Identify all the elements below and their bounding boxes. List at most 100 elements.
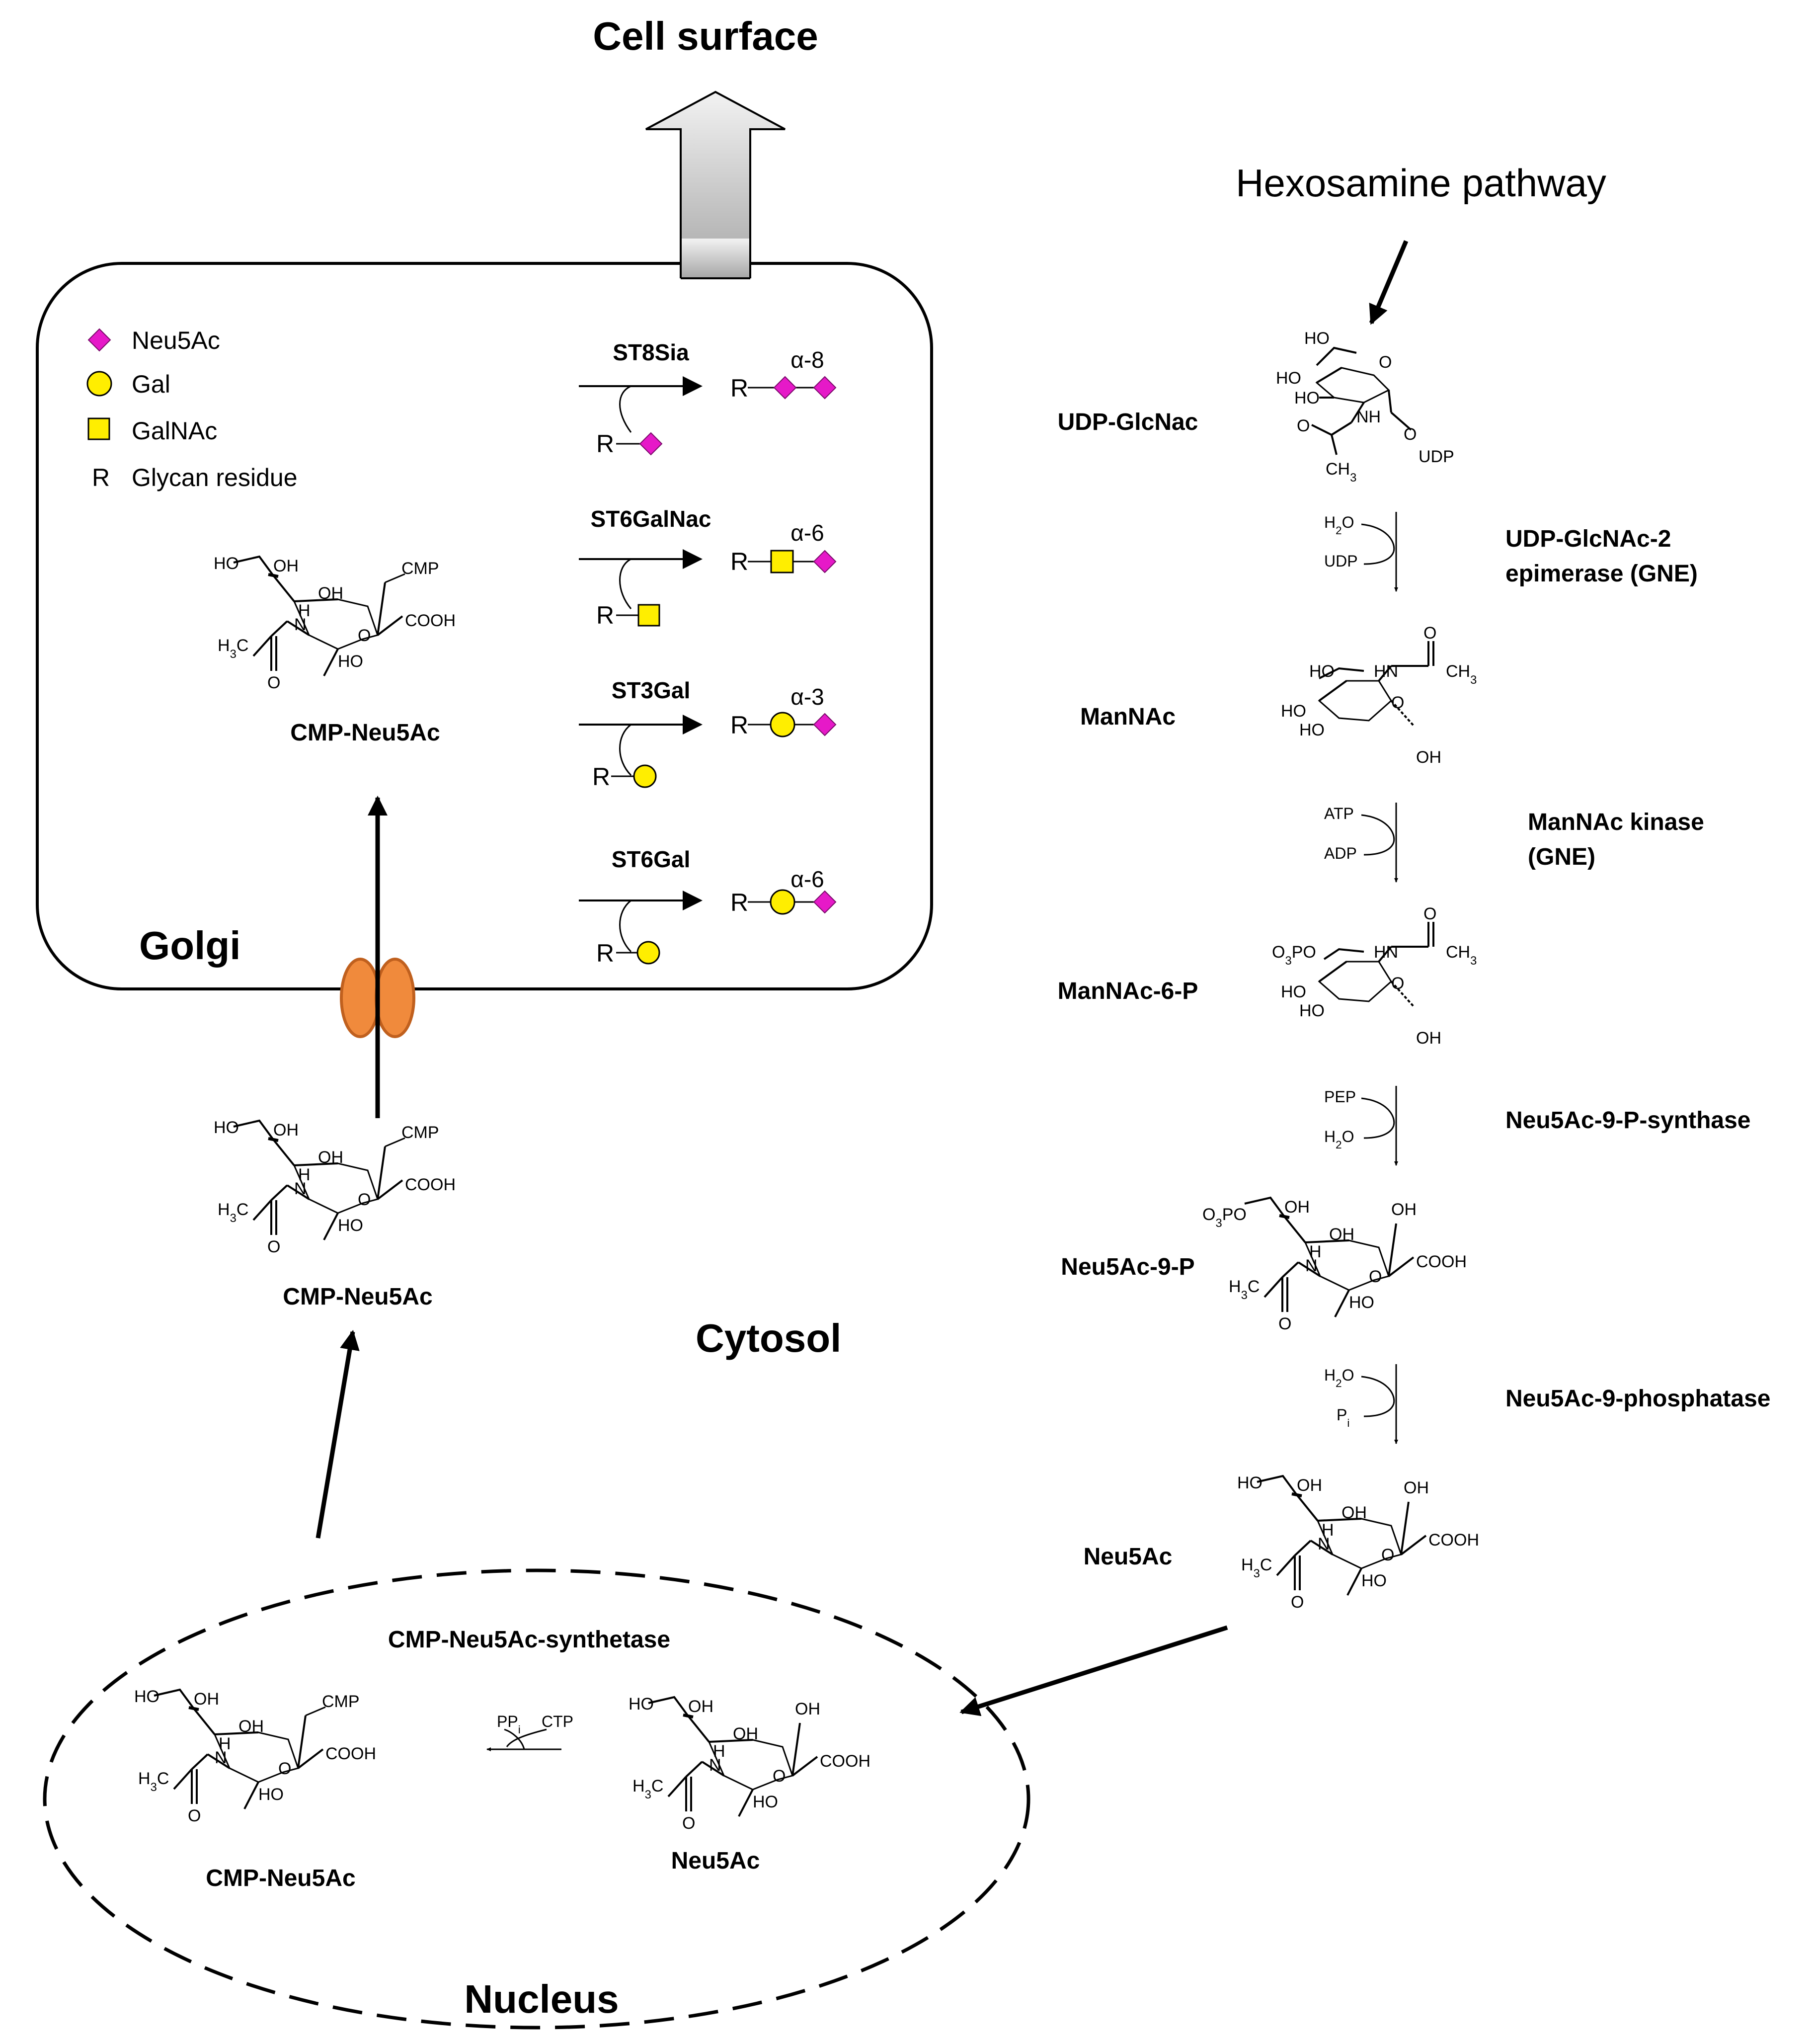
svg-text:HO: HO [338, 1216, 363, 1235]
svg-text:OH: OH [1329, 1225, 1354, 1244]
mannac-structure: HO HO HO HN O OH O CH3 [1281, 624, 1477, 767]
cofactor-out: H2O [1324, 1128, 1354, 1151]
svg-text:O: O [267, 1237, 280, 1256]
legend: Neu5Ac Gal GalNAc R Glycan residue [86, 327, 298, 491]
cofactor-out: UDP [1324, 552, 1358, 570]
enzyme-label: Neu5Ac-9-phosphatase [1505, 1386, 1770, 1412]
svg-text:OH: OH [273, 557, 299, 575]
svg-text:O: O [358, 1190, 371, 1209]
enzyme-label: (GNE) [1528, 844, 1595, 870]
legend-r-symbol: R [92, 464, 110, 491]
svg-text:N: N [215, 1748, 227, 1767]
cofactor-in: H2O [1324, 513, 1354, 537]
svg-text:CH3: CH3 [1446, 662, 1477, 687]
svg-text:O: O [278, 1759, 291, 1778]
linkage-label: α-3 [790, 684, 824, 710]
svg-text:NH: NH [1356, 408, 1381, 426]
enzyme-label: ST6Gal [612, 846, 691, 872]
cofactor-out: PPi [497, 1713, 521, 1736]
svg-text:HN: HN [1374, 662, 1398, 681]
cell-surface-arrow [645, 90, 786, 279]
svg-text:COOH: COOH [1416, 1252, 1467, 1271]
cofactor-in: ATP [1324, 805, 1354, 822]
st3gal-reaction: ST3Gal R R α-3 [579, 677, 837, 791]
acceptor-label: R [596, 430, 614, 458]
svg-text:CMP: CMP [322, 1692, 360, 1711]
svg-text:O: O [1391, 974, 1404, 993]
svg-text:HO: HO [338, 652, 363, 671]
svg-text:O: O [1369, 1267, 1382, 1286]
svg-text:H3C: H3C [632, 1777, 663, 1801]
svg-text:OH: OH [1416, 748, 1441, 767]
cofactor-in: H2O [1324, 1366, 1354, 1390]
cytosol-label: Cytosol [696, 1316, 841, 1360]
svg-text:CMP: CMP [401, 559, 439, 578]
pathway-step-phosphatase: H2O Pi Neu5Ac-9-phosphatase [1324, 1364, 1770, 1444]
compound-label: ManNAc-6-P [1058, 978, 1198, 1004]
svg-text:OH: OH [1391, 1200, 1417, 1219]
product-label: R [730, 711, 748, 739]
svg-text:OH: OH [194, 1690, 219, 1709]
svg-text:H: H [298, 601, 311, 620]
svg-text:O: O [1379, 353, 1392, 372]
export-from-nucleus-arrow [316, 1330, 360, 1539]
svg-text:O: O [1404, 425, 1417, 444]
nucleus-envelope [43, 1568, 1030, 2030]
svg-text:N: N [709, 1756, 721, 1775]
svg-text:H3C: H3C [1241, 1555, 1272, 1580]
compound-label: Neu5Ac-9-P [1061, 1254, 1194, 1280]
svg-text:HO: HO [1361, 1571, 1387, 1590]
svg-text:OH: OH [318, 1148, 343, 1167]
pathway-step-kinase: ATP ADP ManNAc kinase (GNE) [1324, 803, 1704, 883]
enzyme-label: UDP-GlcNAc-2 [1505, 526, 1671, 552]
svg-text:O: O [1391, 693, 1404, 712]
svg-text:O: O [1423, 904, 1436, 923]
cytosol-cmp-neu5ac-label: CMP-Neu5Ac [283, 1284, 432, 1310]
svg-text:COOH: COOH [405, 611, 456, 630]
svg-text:N: N [1305, 1256, 1318, 1275]
udp-glcnac-structure: HO HO HO NH O O UDP O CH3 [1276, 329, 1454, 485]
legend-label: GalNAc [132, 417, 217, 445]
svg-text:HO: HO [214, 1118, 239, 1137]
svg-text:OH: OH [1284, 1198, 1310, 1217]
enzyme-label: ST3Gal [612, 677, 691, 703]
svg-text:OH: OH [1404, 1478, 1429, 1497]
svg-text:HO: HO [258, 1785, 284, 1804]
svg-text:O: O [1278, 1314, 1291, 1333]
svg-text:OH: OH [733, 1724, 758, 1743]
legend-galnac-square [87, 417, 110, 440]
svg-text:HO: HO [1281, 702, 1306, 721]
svg-text:CH3: CH3 [1446, 943, 1477, 968]
svg-text:N: N [294, 615, 307, 634]
enzyme-label: epimerase (GNE) [1505, 561, 1698, 587]
st6gal-reaction: ST6Gal R R α-6 [579, 846, 837, 967]
svg-text:H: H [219, 1734, 231, 1753]
legend-gal-circle [86, 371, 112, 397]
svg-text:OH: OH [1416, 1029, 1441, 1048]
svg-text:HO: HO [1281, 982, 1306, 1001]
nucleus-substrate-label: Neu5Ac [671, 1848, 760, 1874]
svg-text:O: O [682, 1814, 695, 1833]
svg-text:COOH: COOH [325, 1744, 376, 1763]
cell-surface-title: Cell surface [593, 14, 818, 58]
legend-neu5ac-diamond [87, 328, 111, 352]
product-label: R [730, 548, 748, 575]
hexosamine-label: Hexosamine pathway [1236, 161, 1606, 205]
svg-text:OH: OH [273, 1121, 299, 1140]
legend-label: Glycan residue [132, 464, 298, 491]
svg-text:HN: HN [1374, 943, 1398, 962]
svg-text:OH: OH [1297, 1476, 1322, 1495]
product-label: R [730, 374, 748, 402]
svg-text:H: H [713, 1742, 725, 1761]
svg-text:HO: HO [1294, 389, 1320, 408]
svg-text:HO: HO [1299, 1001, 1325, 1020]
svg-text:H: H [298, 1165, 311, 1184]
cofactor-in: PEP [1324, 1088, 1356, 1106]
golgi-label: Golgi [139, 923, 240, 968]
svg-text:COOH: COOH [405, 1175, 456, 1194]
pathway-step-synthase: PEP H2O Neu5Ac-9-P-synthase [1324, 1086, 1751, 1166]
svg-text:O: O [267, 673, 280, 692]
linkage-label: α-6 [790, 520, 824, 546]
svg-text:H3C: H3C [138, 1769, 169, 1794]
